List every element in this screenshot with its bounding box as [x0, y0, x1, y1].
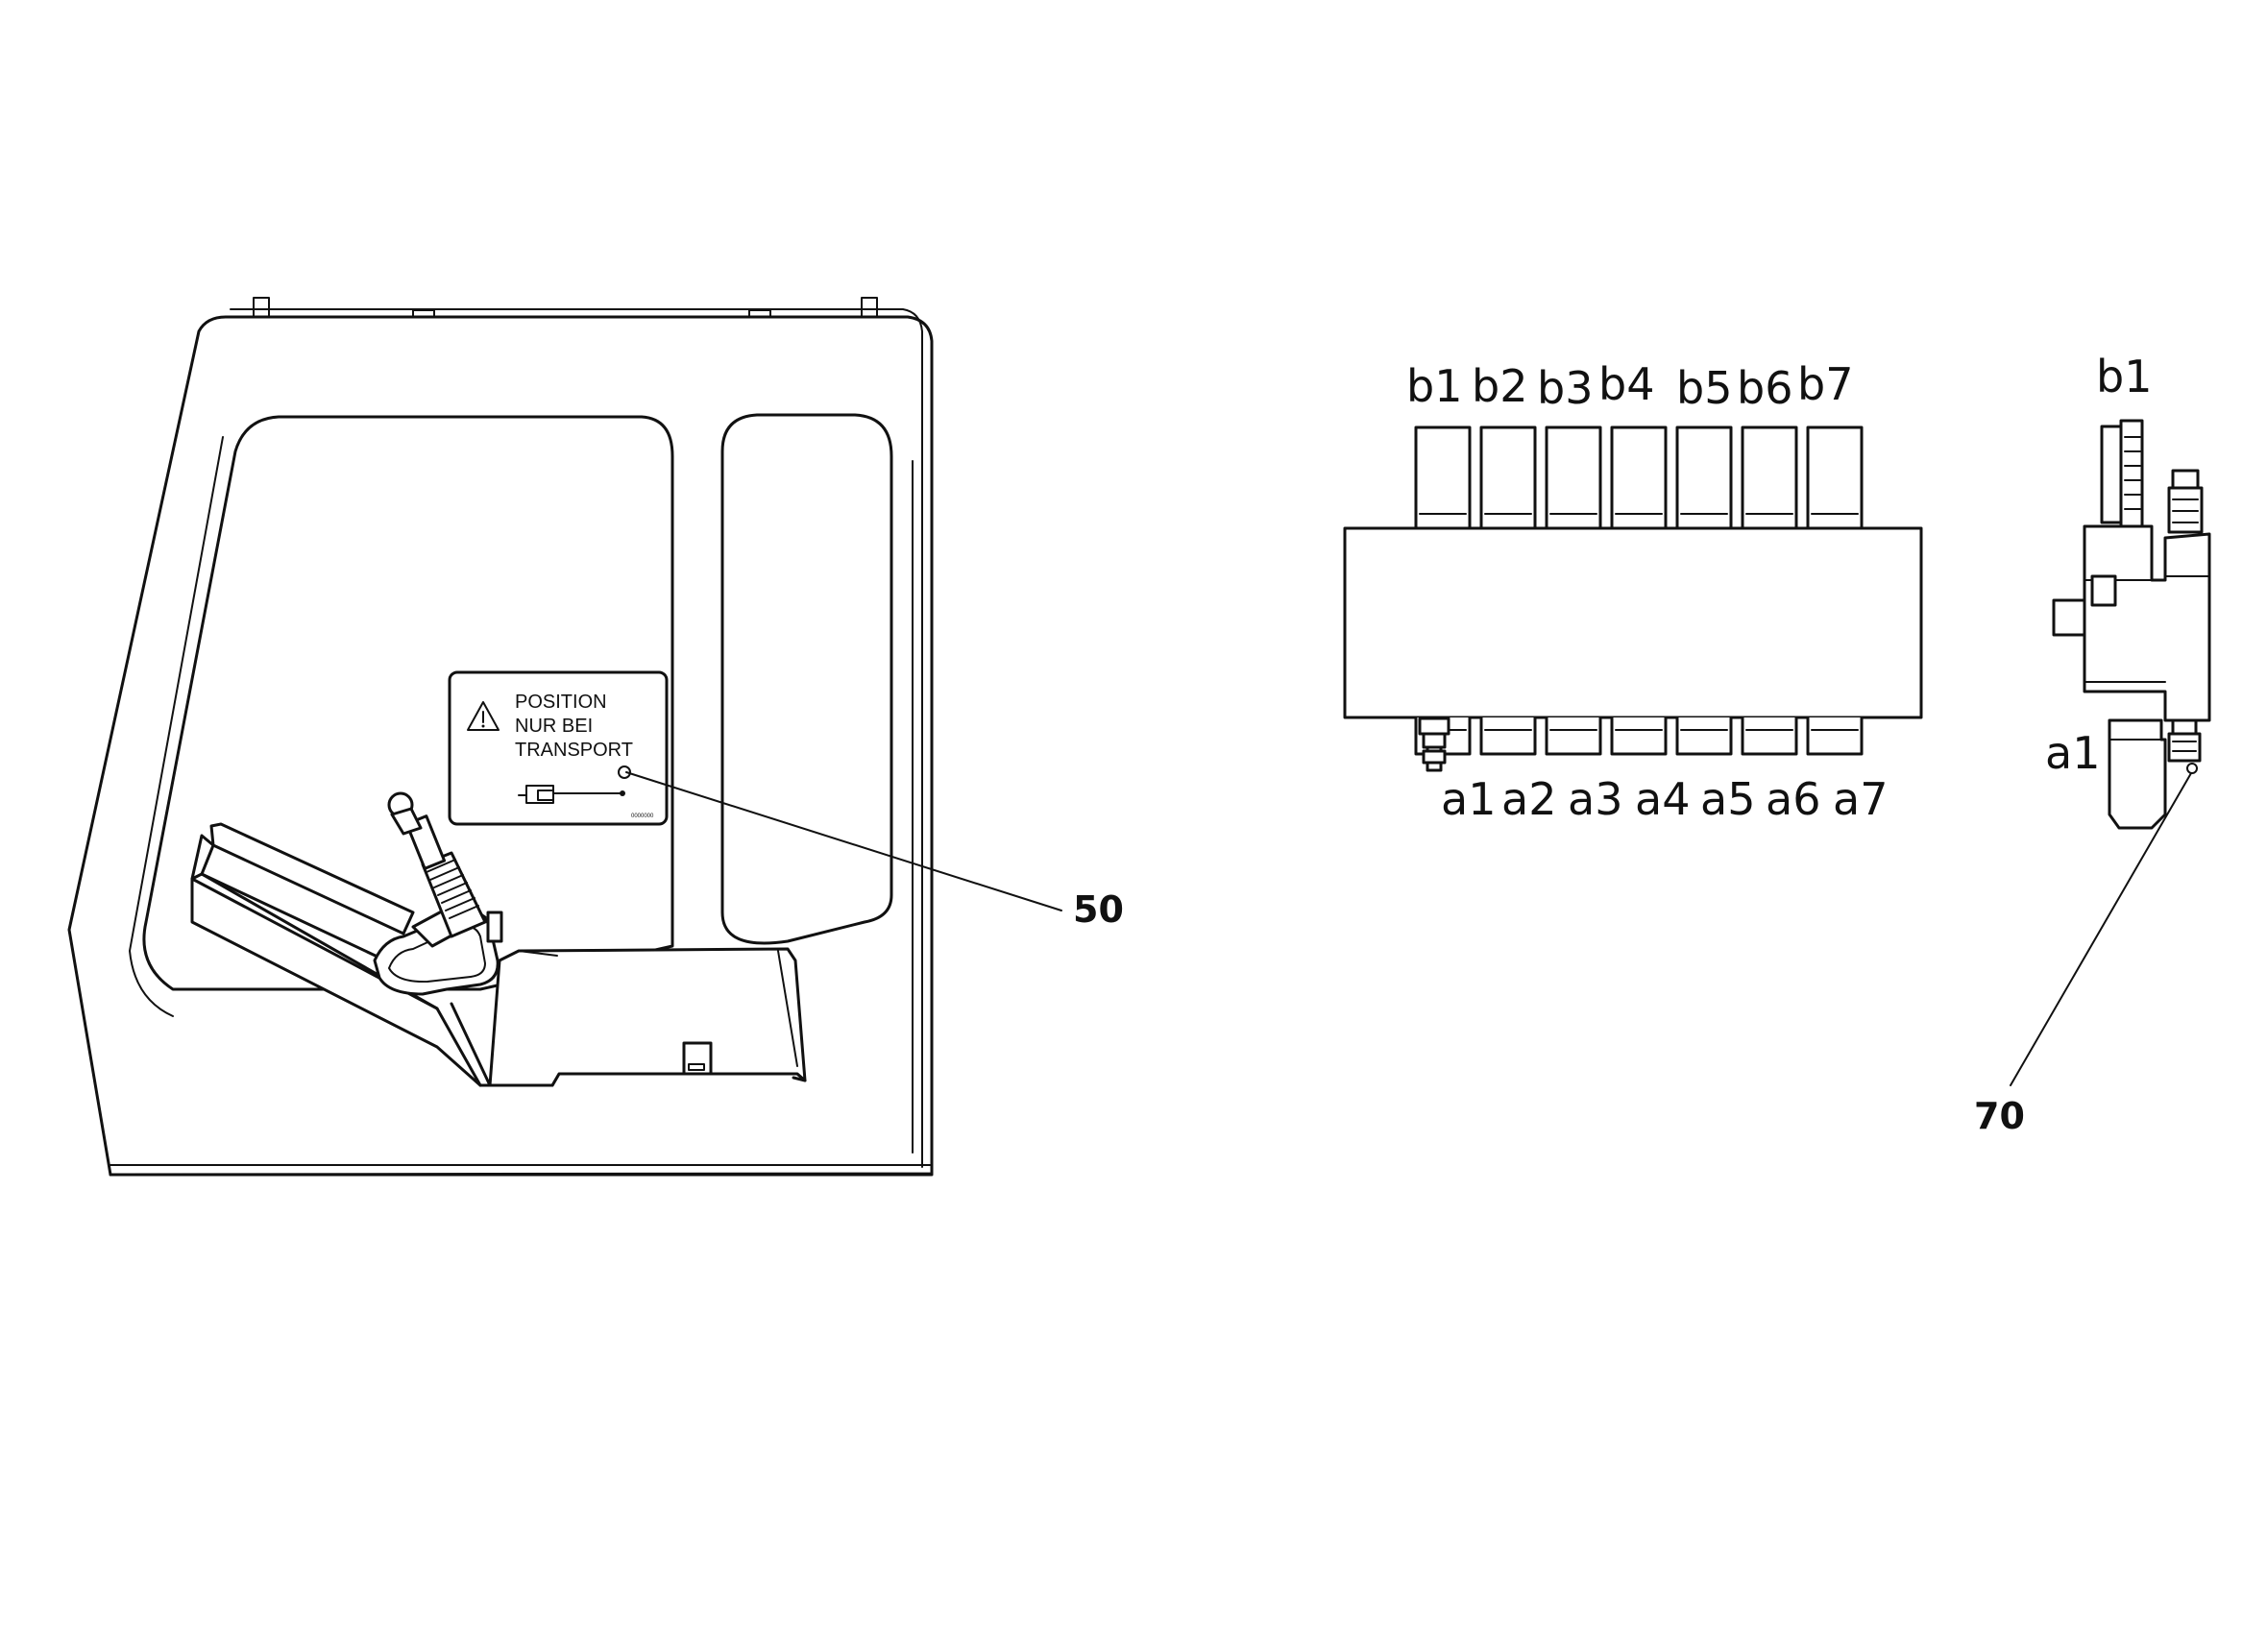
- port-label-b2: b2: [1472, 360, 1527, 412]
- bottom-spool-cap: [1545, 717, 1602, 756]
- port-label-a6: a6: [1766, 773, 1820, 825]
- callout-label-70: 70: [1974, 1095, 2025, 1137]
- valve-block-side: b1 a1: [2045, 351, 2211, 830]
- port-label-b6: b6: [1737, 362, 1792, 414]
- top-spool-cap: [1806, 425, 1864, 528]
- port-a1-fitting: [1418, 717, 1450, 772]
- valve-body: [1343, 526, 1923, 719]
- port-label-a3: a3: [1568, 773, 1622, 825]
- port-label-a2: a2: [1501, 773, 1556, 825]
- bottom-spool-cap: [1675, 717, 1733, 756]
- port-label-a7: a7: [1833, 773, 1888, 825]
- side-port-label-b1: b1: [2096, 351, 2152, 402]
- decal-line-3: TRANSPORT: [515, 740, 633, 761]
- top-spool-cap: [1414, 425, 1472, 528]
- port-label-b5: b5: [1676, 362, 1732, 414]
- top-spool-cap: [1545, 425, 1602, 528]
- decal-code: 0000000: [631, 814, 654, 819]
- joystick-armrest: [190, 791, 807, 1087]
- top-spool-cap: [1610, 425, 1668, 528]
- bottom-spool-caps: [1414, 717, 1864, 756]
- port-label-a4: a4: [1635, 773, 1690, 825]
- port-label-b7: b7: [1797, 358, 1853, 410]
- top-spool-cap: [1675, 425, 1733, 528]
- decal-line-1: POSITION: [515, 692, 607, 713]
- top-spool-cap: [1741, 425, 1798, 528]
- side-port-label-a1: a1: [2045, 727, 2100, 779]
- bottom-spool-cap: [1610, 717, 1668, 756]
- top-spool-caps: [1414, 425, 1864, 528]
- decal-line-2: NUR BEI: [515, 716, 593, 737]
- bottom-spool-cap: [1741, 717, 1798, 756]
- port-label-b4: b4: [1598, 358, 1654, 410]
- transport-decal: POSITION NUR BEI TRANSPORT 0000000: [448, 670, 669, 826]
- port-label-b3: b3: [1537, 362, 1593, 414]
- bottom-spool-cap: [1806, 717, 1864, 756]
- port-label-a1: a1: [1441, 773, 1496, 825]
- console-panel: POSITION NUR BEI TRANSPORT 0000000: [67, 297, 934, 1177]
- valve-block-front: b1 b2 b3 b4 b5 b6 b7 a1 a2 a3 a4 a5 a6 a…: [1343, 358, 1923, 825]
- bottom-spool-cap: [1479, 717, 1537, 756]
- callout-70: 70: [1974, 772, 2192, 1137]
- port-label-a5: a5: [1700, 773, 1755, 825]
- port-label-b1: b1: [1406, 360, 1462, 412]
- callout-50: 50: [625, 771, 1124, 931]
- top-spool-cap: [1479, 425, 1537, 528]
- callout-label-50: 50: [1073, 888, 1124, 931]
